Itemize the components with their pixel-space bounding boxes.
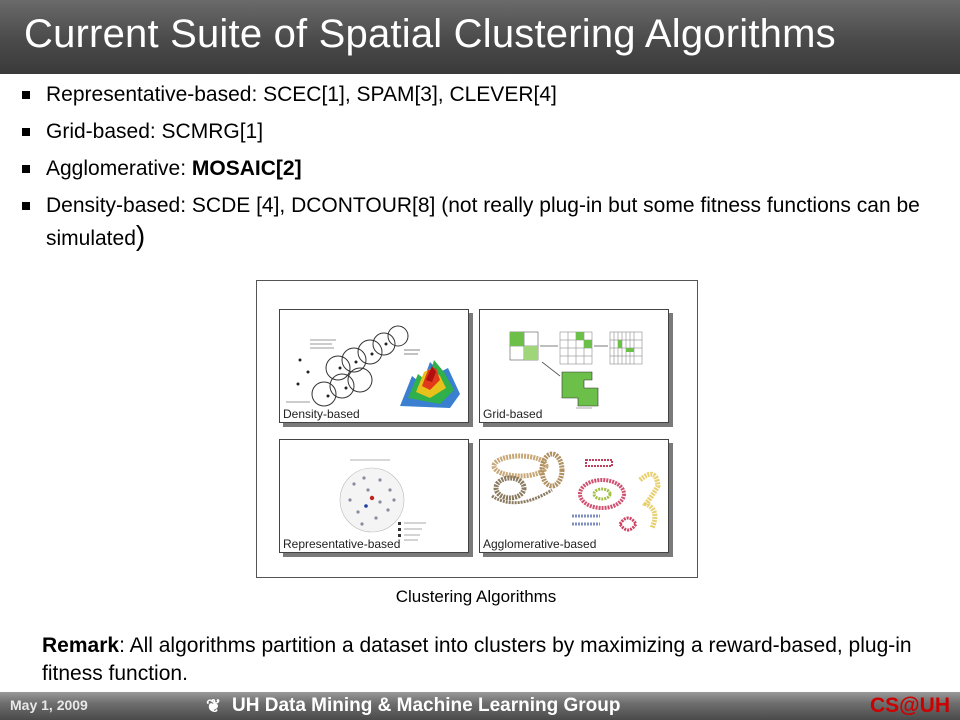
bullet-list: Representative-based: SCEC[1], SPAM[3], … [22, 80, 942, 261]
clustering-figure: Density-based [256, 280, 698, 578]
bullet-density: Density-based: SCDE [4], DCONTOUR[8] (no… [22, 191, 942, 254]
remark: Remark: All algorithms partition a datas… [42, 632, 922, 688]
bullet-square-icon [22, 128, 30, 136]
logo-at: @ [899, 694, 920, 717]
density-illustration [286, 325, 460, 408]
panel-label: Grid-based [483, 407, 543, 421]
panel-label: Agglomerative-based [483, 537, 597, 551]
panel-label: Representative-based [283, 537, 401, 551]
logo-uh: UH [919, 694, 950, 717]
bullet-text: Grid-based: SCMRG[1] [46, 120, 264, 143]
panel-density-based: Density-based [279, 309, 469, 423]
bullet-grid: Grid-based: SCMRG[1] [22, 117, 942, 147]
bullet-square-icon [22, 202, 30, 210]
remark-text: : All algorithms partition a dataset int… [42, 634, 912, 685]
bullet-square-icon [22, 91, 30, 99]
remark-label: Remark [42, 634, 120, 657]
bullet-bold-text: MOSAIC[2] [191, 157, 302, 180]
bullet-text: Representative-based: SCEC[1], SPAM[3], … [46, 83, 557, 106]
footer-bar: May 1, 2009 ❦ UH Data Mining & Machine L… [0, 692, 960, 720]
cs-uh-logo: CS@UH [870, 694, 950, 718]
bullet-text: Agglomerative: [46, 157, 192, 180]
footer-date: May 1, 2009 [10, 697, 88, 713]
slide-title: Current Suite of Spatial Clustering Algo… [24, 12, 836, 56]
grid-illustration [509, 331, 643, 409]
agglomerative-illustration [491, 451, 661, 532]
bullet-square-icon [22, 165, 30, 173]
bullet-text: Density-based: SCDE [4], DCONTOUR[8] (no… [46, 194, 920, 250]
footer-group-name: UH Data Mining & Machine Learning Group [232, 695, 621, 716]
representative-illustration [339, 459, 426, 541]
panel-agglomerative-based: Agglomerative-based [479, 439, 669, 553]
figure-caption: Clustering Algorithms [395, 587, 557, 606]
panel-representative-based: Representative-based [279, 439, 469, 553]
group-logo-icon: ❦ [206, 696, 222, 716]
bullet-representative: Representative-based: SCEC[1], SPAM[3], … [22, 80, 942, 110]
logo-cs: CS [869, 694, 900, 717]
bullet-agglomerative: Agglomerative: MOSAIC[2] [22, 154, 942, 184]
panel-grid-based: Grid-based [479, 309, 669, 423]
panel-label: Density-based [283, 407, 360, 421]
bullet-closing-paren: ) [135, 220, 146, 251]
title-bar: Current Suite of Spatial Clustering Algo… [0, 0, 960, 74]
